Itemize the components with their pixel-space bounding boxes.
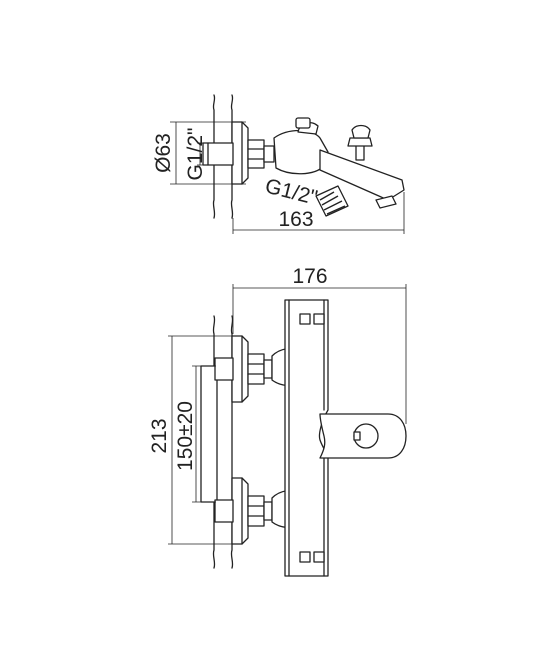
- diameter-label: Ø63: [152, 133, 175, 173]
- front-view-center-distance-dimension: 150±20: [174, 365, 216, 503]
- side-view-diverter-knob: [347, 124, 373, 161]
- side-view-inlet-thread-dimension: G1/2": [184, 128, 207, 181]
- front-view-spout: [319, 413, 407, 459]
- front-view-bar-body: [284, 299, 329, 577]
- side-view-hex-nut: [247, 139, 275, 169]
- depth-label: 163: [278, 208, 313, 231]
- side-view: Ø63 G1/2" G1/2" 163: [152, 94, 405, 234]
- front-view: 176 213 150±20: [148, 265, 407, 577]
- front-view-width-dimension: 176: [232, 265, 407, 424]
- side-view-flange: [231, 121, 249, 185]
- side-view-depth-dimension: 163: [232, 192, 405, 234]
- side-view-diameter-dimension: Ø63: [152, 121, 246, 185]
- side-view-inlet-pipe: [202, 142, 234, 166]
- side-view-hose-outlet: [315, 185, 349, 217]
- side-view-spout: [319, 149, 405, 209]
- front-view-top-caps: [299, 313, 325, 325]
- front-view-riser: [200, 365, 218, 503]
- front-view-height-dimension: 213: [148, 335, 232, 545]
- outlet-thread-label: G1/2": [263, 175, 320, 210]
- front-view-bottom-caps: [299, 551, 325, 563]
- width-label: 176: [292, 265, 327, 288]
- inlet-thread-label: G1/2": [184, 128, 207, 181]
- center-distance-label: 150±20: [174, 401, 197, 471]
- height-label: 213: [148, 418, 171, 453]
